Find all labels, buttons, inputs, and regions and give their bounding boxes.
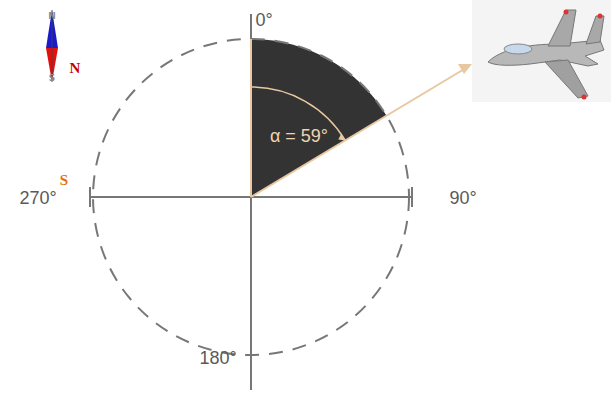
arrow-head: [458, 64, 472, 74]
needle-letter: N: [48, 12, 56, 21]
north-edge: [250, 39, 252, 197]
angle-sector: [251, 39, 386, 197]
north-label: N: [70, 61, 81, 76]
axis-tick: [411, 187, 413, 207]
degree-label: 180°: [199, 349, 236, 367]
degree-label: 90°: [449, 189, 476, 207]
axis-tick: [89, 187, 91, 207]
needle-letter: S: [49, 74, 55, 83]
south-label: S: [60, 173, 68, 188]
airplane-icon: [472, 0, 611, 102]
angle-label: α = 59°: [270, 127, 328, 145]
arc-head: [338, 133, 345, 140]
vertical-axis: [250, 14, 252, 390]
degree-label: 270°: [19, 189, 56, 207]
degree-label: 0°: [255, 11, 272, 29]
needle-axis: [52, 10, 53, 82]
heading-arrow: [251, 68, 466, 197]
